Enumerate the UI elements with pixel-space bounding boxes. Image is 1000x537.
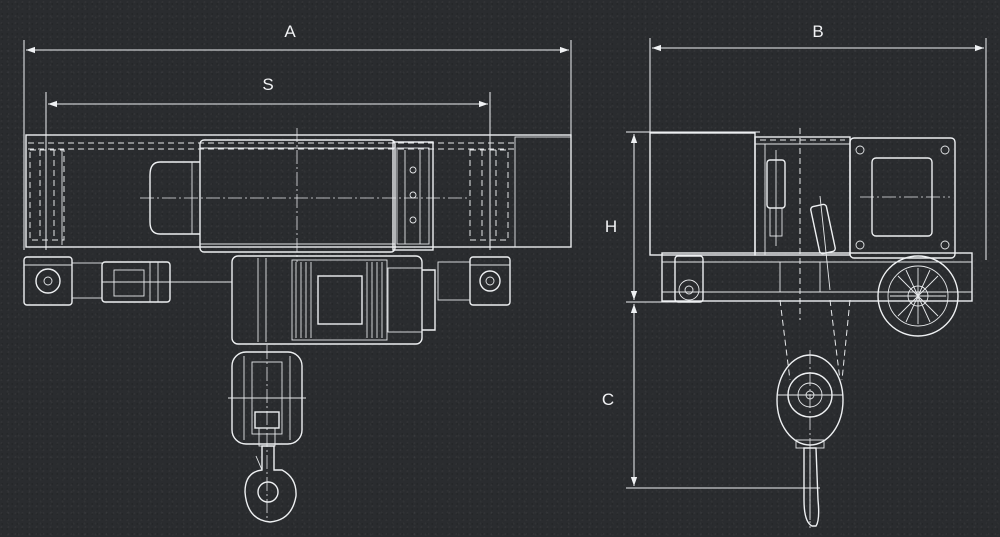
right-side-plate bbox=[469, 149, 509, 241]
side-crane-hook bbox=[803, 447, 820, 527]
left-side-plate bbox=[29, 149, 65, 245]
gearbox bbox=[392, 141, 434, 251]
dimension-s-label: S bbox=[262, 75, 273, 94]
side-housing bbox=[649, 128, 851, 320]
motor-cooling-fins bbox=[295, 262, 383, 338]
rope-drum bbox=[140, 128, 470, 262]
control-box bbox=[514, 136, 572, 248]
hook-block bbox=[228, 345, 306, 520]
dimension-h-label: H bbox=[605, 217, 617, 236]
dimension-c: C bbox=[602, 304, 820, 489]
side-gearbox bbox=[849, 137, 956, 259]
side-trolley-frame bbox=[661, 252, 973, 303]
left-end-carriage bbox=[23, 256, 103, 306]
side-ropes bbox=[779, 299, 851, 381]
crane-hook bbox=[244, 445, 297, 523]
right-end-carriage bbox=[437, 256, 511, 306]
dimension-c-label: C bbox=[602, 390, 614, 409]
side-left-housing bbox=[649, 132, 756, 256]
wheel-spokes bbox=[890, 268, 946, 324]
dimension-b: B bbox=[649, 22, 987, 260]
travel-motor bbox=[101, 261, 232, 303]
front-view bbox=[23, 128, 572, 523]
hoist-motor bbox=[231, 255, 436, 345]
frame-outline bbox=[25, 134, 572, 248]
side-view bbox=[649, 128, 973, 528]
dimension-b-label: B bbox=[812, 22, 823, 41]
drum-end-cap bbox=[149, 161, 200, 235]
dimension-h: H bbox=[605, 131, 760, 303]
dimension-a: A bbox=[23, 22, 572, 250]
side-brake-assembly bbox=[766, 150, 836, 291]
dimension-s: S bbox=[45, 75, 491, 250]
side-hook-block bbox=[776, 350, 844, 528]
dimension-a-label: A bbox=[284, 22, 296, 41]
side-drive-wheel bbox=[877, 255, 959, 337]
